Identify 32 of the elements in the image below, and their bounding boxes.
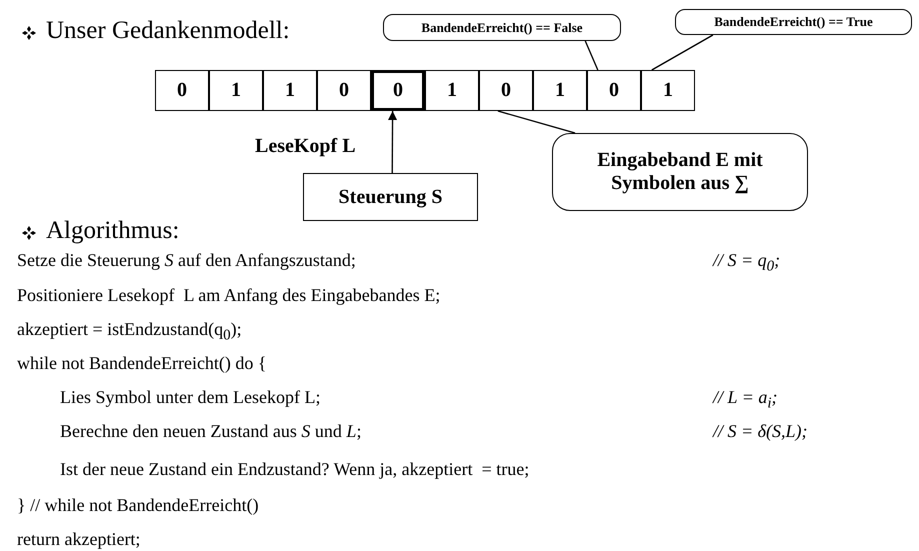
code-comment: // L = a$_{i}$;	[713, 387, 778, 413]
code-line: Ist der neue Zustand ein Endzustand? Wenn ja, akzeptiert = true;	[60, 459, 530, 481]
code-line: return akzeptiert;	[17, 529, 140, 551]
arrow	[388, 111, 398, 173]
code-line: } // while not BandendeErreicht()	[17, 495, 259, 517]
section-heading: Unser Gedankenmodell:	[46, 16, 290, 46]
tape-cell: 0	[587, 70, 641, 111]
code-line: while not BandendeErreicht() do {	[17, 353, 267, 375]
tape-cell: 0	[317, 70, 371, 111]
callout-bubble: Eingabeband E mit Symbolen aus ∑	[552, 133, 808, 211]
tape-cell: 1	[209, 70, 263, 111]
tape-cell: 1	[263, 70, 317, 111]
code-comment: // S = δ(S,L);	[713, 421, 808, 443]
control-box: Steuerung S	[303, 173, 478, 221]
code-line: Positioniere Lesekopf L am Anfang des Eingabebandes E;	[17, 285, 440, 307]
leader-line	[651, 34, 714, 71]
callout-bubble: BandendeErreicht() == False	[383, 14, 621, 41]
code-line: Berechne den neuen Zustand aus S und L;	[60, 421, 362, 443]
code-line: Setze die Steuerung S auf den Anfangszustand;	[17, 250, 356, 272]
code-line: akzeptiert = istEndzustand(q$_{0}$);	[17, 319, 242, 345]
tape-cell: 1	[533, 70, 587, 111]
section-heading: Algorithmus:	[46, 216, 180, 246]
code-comment: // S = q$_{0}$;	[713, 250, 780, 276]
tape-cell: 0	[155, 70, 209, 111]
leader-line	[498, 110, 576, 134]
callout-bubble: BandendeErreicht() == True	[675, 9, 912, 35]
tape-cell: 0	[371, 70, 425, 111]
tape-cell: 1	[641, 70, 695, 111]
code-line: Lies Symbol unter dem Lesekopf L;	[60, 387, 320, 409]
leader-line	[584, 40, 598, 70]
tape-cell: 1	[425, 70, 479, 111]
tape-cell: 0	[479, 70, 533, 111]
